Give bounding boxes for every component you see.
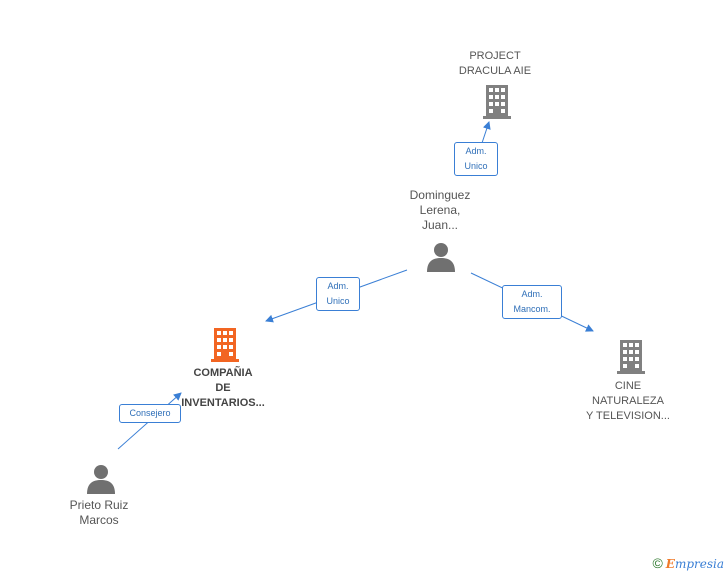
edge-label-consejero: Consejero bbox=[119, 404, 181, 423]
edge-label-adm-unico-compania: Adm. Unico bbox=[316, 277, 360, 311]
node-label-cine: CINE NATURALEZA Y TELEVISION... bbox=[586, 380, 670, 422]
building-icon[interactable] bbox=[481, 84, 513, 120]
node-label-prieto: Prieto Ruiz Marcos bbox=[69, 498, 129, 527]
building-icon[interactable] bbox=[209, 327, 241, 363]
person-icon[interactable] bbox=[426, 242, 456, 272]
node-label-compania: COMPAÑIA DE INVENTARIOS... bbox=[181, 367, 265, 409]
node-label-dominguez: Dominguez Lerena, Juan... bbox=[409, 188, 471, 232]
empresia-logo: ©Empresia bbox=[652, 555, 724, 571]
building-icon[interactable] bbox=[615, 339, 647, 375]
person-icon[interactable] bbox=[86, 464, 116, 494]
brand-name: Empresia bbox=[665, 557, 724, 571]
edge-label-adm-unico-dracula: Adm. Unico bbox=[454, 142, 498, 176]
copyright-symbol: © bbox=[652, 555, 663, 571]
node-label-project-dracula: PROJECT DRACULA AIE bbox=[458, 50, 532, 77]
edge-label-adm-mancom-cine: Adm. Mancom. bbox=[502, 285, 562, 319]
